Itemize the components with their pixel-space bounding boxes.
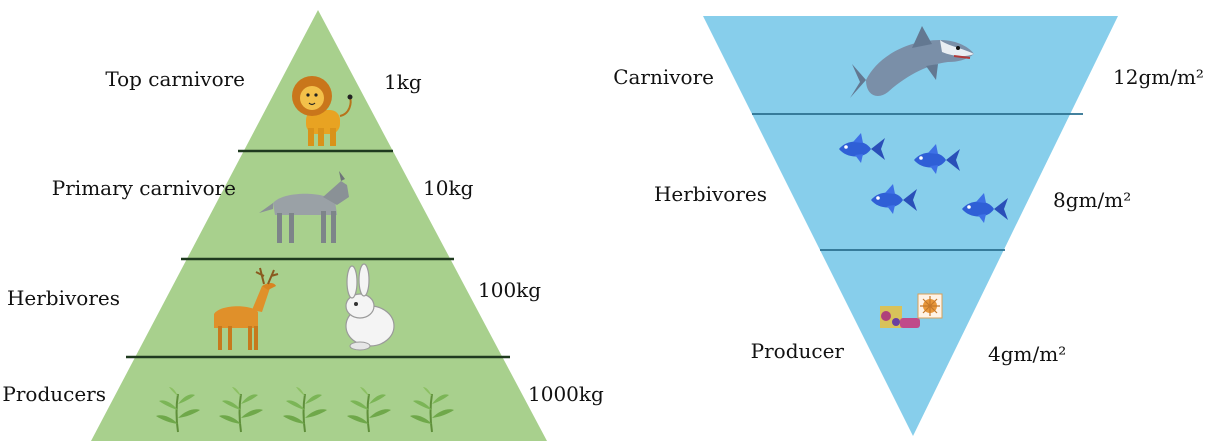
inverted-pyramid-shape bbox=[703, 16, 1118, 436]
inverted-pyramid: Carnivore Herbivores Producer 12gm/m² 8g… bbox=[613, 16, 1204, 436]
inverted-level-value-carnivore: 12gm/m² bbox=[1113, 65, 1204, 89]
upright-level-label-top: Top carnivore bbox=[105, 67, 245, 91]
inverted-level-value-herbivores: 8gm/m² bbox=[1053, 188, 1131, 212]
inverted-level-label-carnivore: Carnivore bbox=[613, 65, 714, 89]
upright-level-value-herbivores: 100kg bbox=[478, 278, 541, 302]
upright-level-label-herbivores: Herbivores bbox=[7, 286, 120, 310]
inverted-level-label-herbivores: Herbivores bbox=[654, 182, 767, 206]
upright-pyramid: Top carnivore Primary carnivore Herbivor… bbox=[2, 10, 604, 441]
upright-level-label-producers: Producers bbox=[2, 382, 106, 406]
upright-level-value-top: 1kg bbox=[384, 70, 422, 94]
upright-level-value-primary: 10kg bbox=[423, 176, 474, 200]
upright-level-value-producers: 1000kg bbox=[528, 382, 604, 406]
inverted-level-value-producer: 4gm/m² bbox=[988, 342, 1066, 366]
upright-level-label-primary: Primary carnivore bbox=[52, 176, 236, 200]
inverted-level-label-producer: Producer bbox=[751, 339, 845, 363]
